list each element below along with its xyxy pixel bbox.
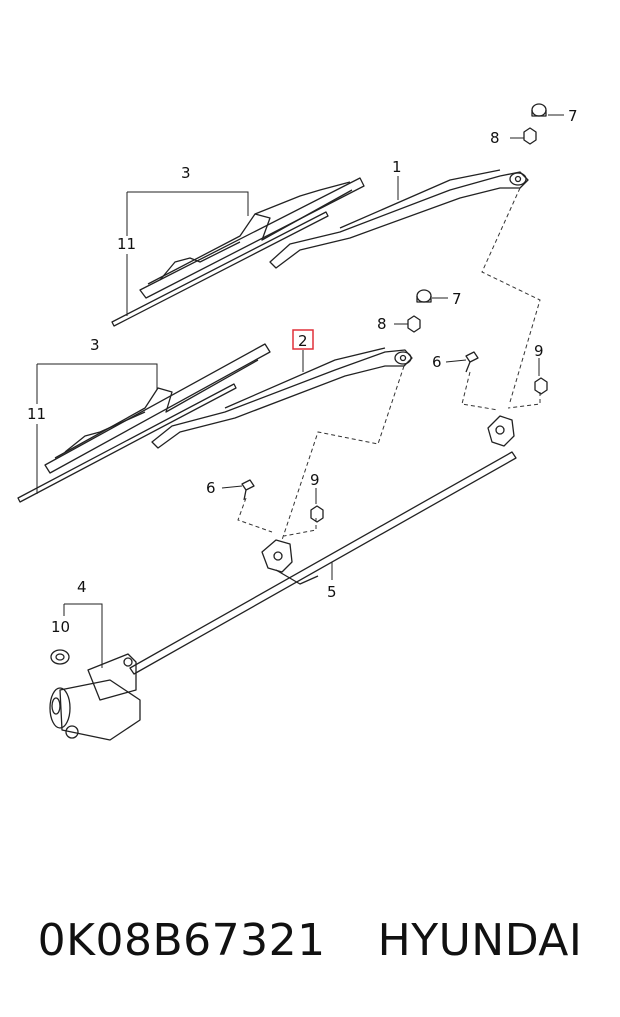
upper-arm-cap [531,103,547,117]
callout-4: 4 [77,578,87,596]
lower-wiper-arm [151,347,413,449]
callout-11-lower: 11 [27,405,46,423]
callout-8-upper: 8 [490,129,500,147]
wiper-motor [49,653,141,741]
selected-part-highlight [292,329,314,350]
upper-arm-nut [523,127,537,145]
left-pivot-nut [310,505,324,523]
lower-arm-nut [407,315,421,333]
callout-7-upper: 7 [568,107,578,125]
callout-3-lower: 3 [90,336,100,354]
callout-7-lower: 7 [452,290,462,308]
leader-lines [36,114,564,668]
assembly-guide-lines [237,187,541,541]
wiper-linkage [129,415,517,675]
wiper-parts-diagram: 1 2 3 3 4 5 6 6 7 7 8 8 9 9 10 11 11 [17,103,578,741]
brand-name: HYUNDAI [377,914,583,966]
motor-cap [50,649,70,665]
part-caption: 0K08B67321 HYUNDAI [0,900,620,980]
left-pivot-bolt [241,479,255,501]
callout-3-upper: 3 [181,164,191,182]
right-pivot-bolt [465,351,479,373]
lower-arm-cap [416,289,432,303]
callout-10: 10 [51,618,70,636]
lower-wiper-blade [17,343,271,503]
callout-2: 2 [298,332,308,350]
upper-wiper-arm [269,169,529,269]
callout-9-right: 9 [534,342,544,360]
upper-wiper-blade [111,177,365,327]
part-number: 0K08B67321 [37,914,326,966]
callout-9-left: 9 [310,471,320,489]
callout-11-upper: 11 [117,235,136,253]
callout-6-left: 6 [206,479,216,497]
callout-1: 1 [392,158,402,176]
callout-6-right: 6 [432,353,442,371]
callout-8-lower: 8 [377,315,387,333]
callout-5: 5 [327,583,337,601]
right-pivot-nut [534,377,548,395]
